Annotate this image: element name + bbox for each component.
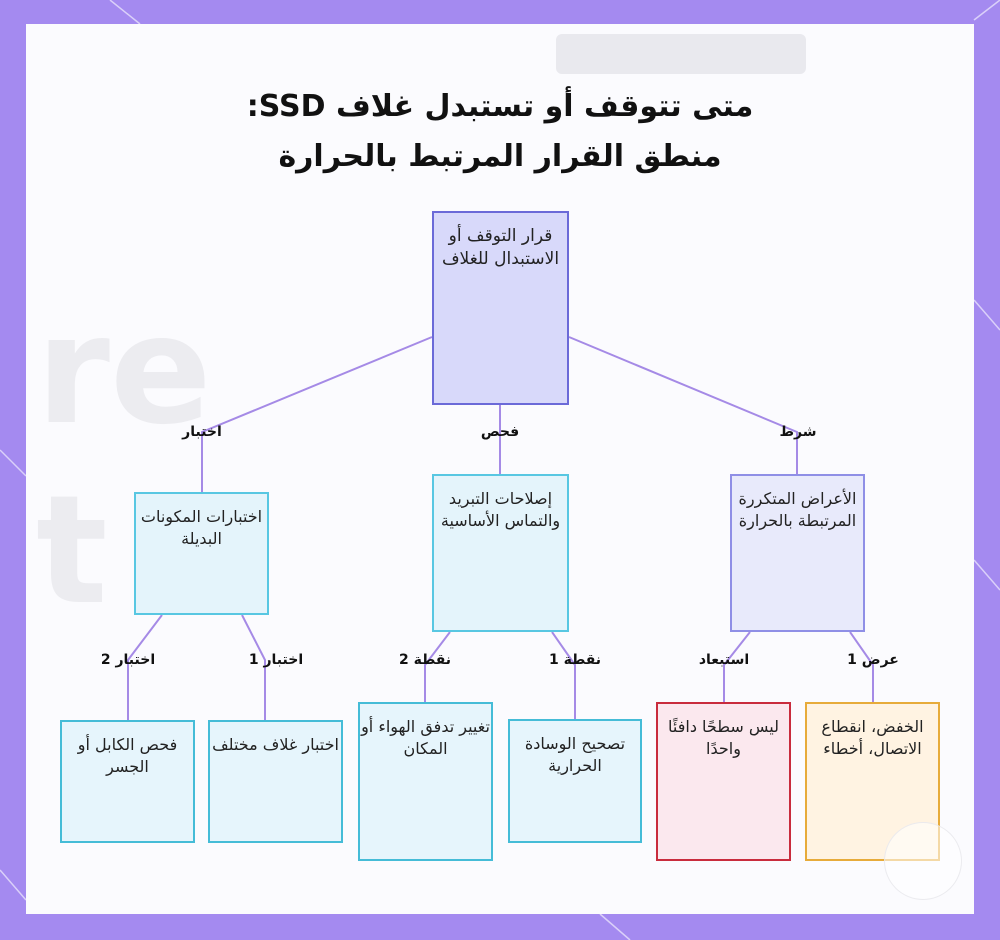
- fix-pad-label: تصحيح الوسادة الحرارية: [524, 734, 626, 775]
- throttle-node: الخفض، انقطاع الاتصال، أخطاء: [805, 702, 940, 861]
- watermark-badge: [884, 822, 962, 900]
- throttle-label: الخفض، انقطاع الاتصال، أخطاء: [821, 717, 924, 758]
- background-ghost: [556, 34, 806, 74]
- change-airflow-node: تغيير تدفق الهواء أو المكان: [358, 702, 493, 861]
- cooling-fixes-node: إصلاحات التبريد والتماس الأساسية: [432, 474, 569, 632]
- edge-cool-pad: [551, 631, 576, 719]
- edge-label-check: فحص: [480, 424, 520, 440]
- edge-sym-not-warm: [723, 631, 751, 702]
- edge-root-symptoms: [568, 336, 798, 474]
- alt-tests-label: اختبارات المكونات البديلة: [140, 507, 263, 548]
- root-node-label: قرار التوقف أو الاستبدال للغلاف: [441, 226, 560, 269]
- edge-label-condition: شرط: [779, 424, 817, 440]
- edge-label-point-1: نقطة 1: [548, 652, 602, 668]
- heat-symptoms-label: الأعراض المتكررة المرتبطة بالحرارة: [738, 489, 857, 530]
- test-enclosure-node: اختبار غلاف مختلف: [208, 720, 343, 843]
- change-airflow-label: تغيير تدفق الهواء أو المكان: [361, 717, 490, 758]
- edge-alt-cable: [127, 614, 163, 720]
- not-warm-label: ليس سطحًا دافئًا واحدًا: [668, 717, 779, 758]
- edge-sym-throttle: [849, 631, 874, 702]
- alt-tests-node: اختبارات المكونات البديلة: [134, 492, 269, 615]
- edge-label-test-1: اختبار 1: [248, 652, 304, 668]
- cooling-fixes-label: إصلاحات التبريد والتماس الأساسية: [440, 489, 561, 530]
- background-ghost-letter: re: [36, 284, 212, 458]
- check-cable-node: فحص الكابل أو الجسر: [60, 720, 195, 843]
- edge-alt-enclosure: [241, 614, 266, 720]
- title-line-2: منطق القرار المرتبط بالحرارة: [278, 139, 722, 174]
- check-cable-label: فحص الكابل أو الجسر: [77, 735, 178, 776]
- fix-pad-node: تصحيح الوسادة الحرارية: [508, 719, 642, 843]
- edge-label-test: اختبار: [182, 424, 222, 440]
- test-enclosure-label: اختبار غلاف مختلف: [212, 735, 339, 754]
- edge-cool-airflow: [424, 631, 451, 702]
- title-line-1: متى تتوقف أو تستبدل غلاف SSD:: [246, 89, 754, 124]
- diagram-title: متى تتوقف أو تستبدل غلاف SSD: منطق القرا…: [0, 82, 1000, 182]
- background-ghost-letter: t: [36, 464, 108, 638]
- edge-root-alt-tests: [201, 336, 433, 492]
- root-node: قرار التوقف أو الاستبدال للغلاف: [432, 211, 569, 405]
- edge-label-test-2: اختبار 2: [100, 652, 156, 668]
- edge-label-point-2: نقطة 2: [398, 652, 452, 668]
- edge-label-show-1: عرض 1: [847, 652, 899, 668]
- heat-symptoms-node: الأعراض المتكررة المرتبطة بالحرارة: [730, 474, 865, 632]
- edge-label-exclude: استبعاد: [698, 652, 750, 668]
- not-warm-node: ليس سطحًا دافئًا واحدًا: [656, 702, 791, 861]
